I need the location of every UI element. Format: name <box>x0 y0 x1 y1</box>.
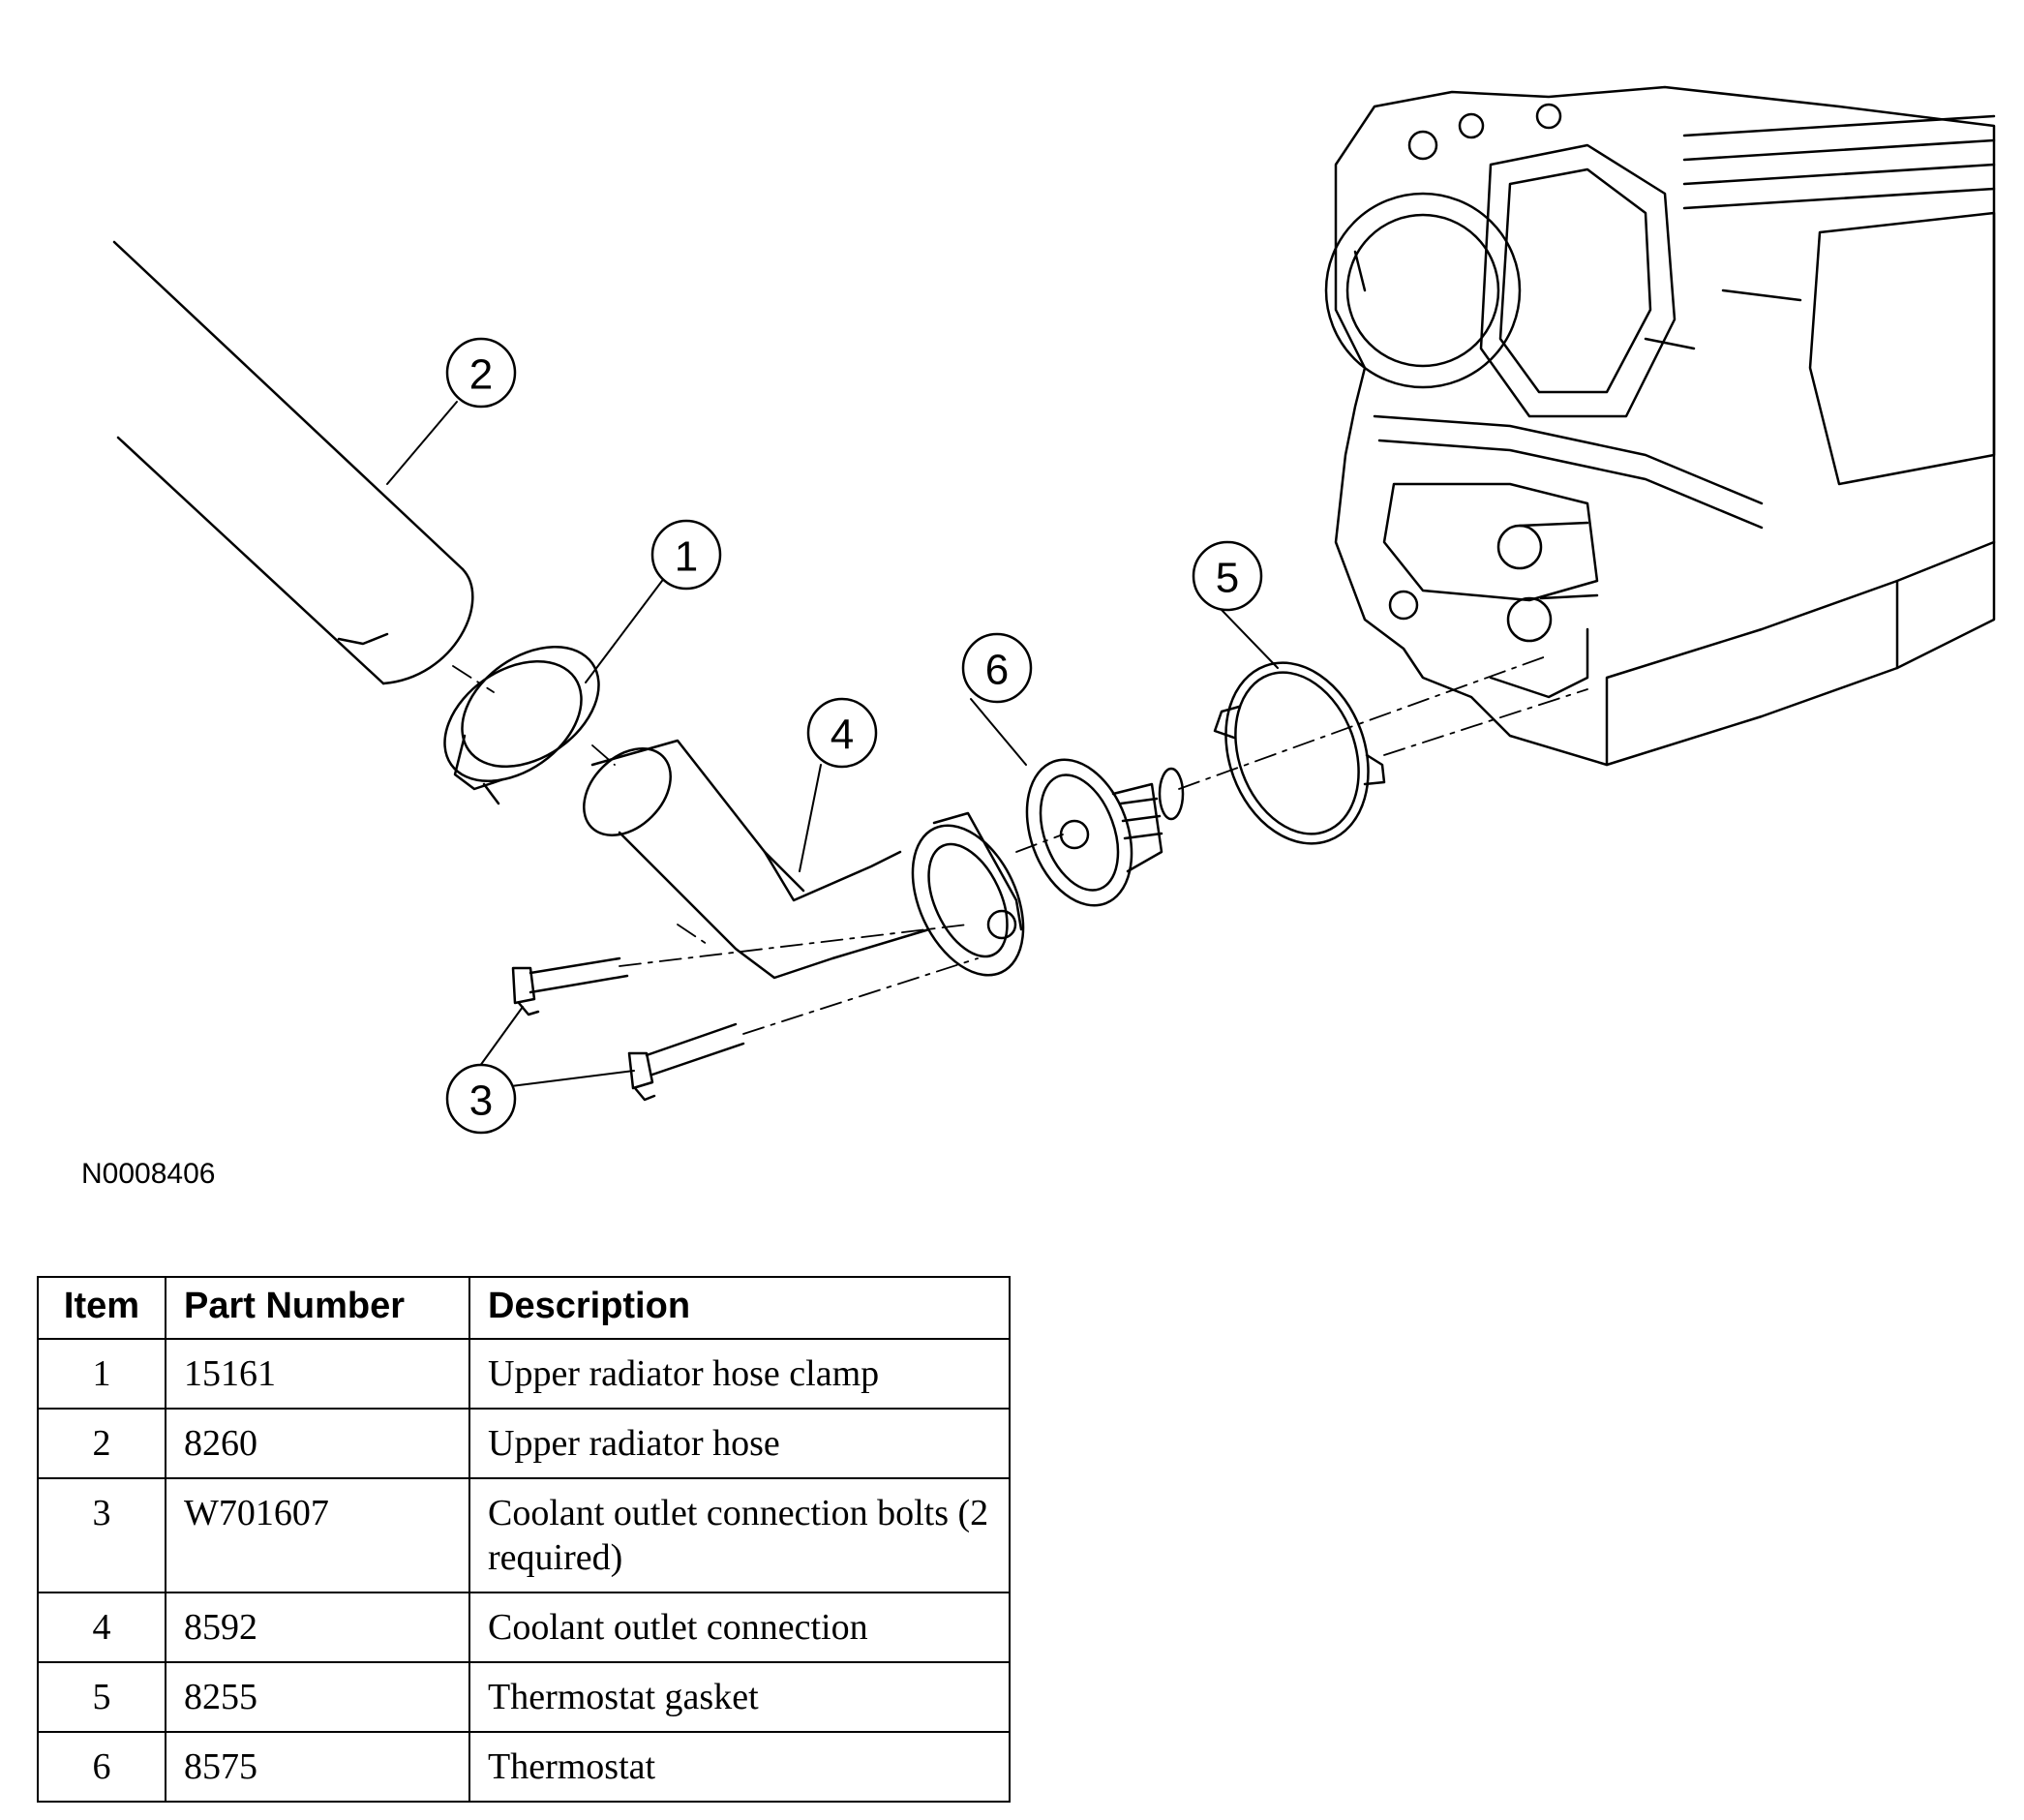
callout-5-label: 5 <box>1216 555 1239 602</box>
leader-lines <box>386 401 1279 1087</box>
callouts: 2 1 4 6 5 3 <box>445 337 1263 1135</box>
callout-3: 3 <box>445 1063 517 1135</box>
alignment-lines <box>452 654 1588 1035</box>
row-part-number: 8575 <box>165 1731 470 1803</box>
callout-3-label: 3 <box>469 1077 493 1125</box>
row-item: 1 <box>37 1338 166 1410</box>
row-description: Coolant outlet connection bolts (2 requi… <box>468 1477 1011 1593</box>
callout-4-label: 4 <box>831 712 854 759</box>
table-header-row: Item Part Number Description <box>37 1276 1011 1340</box>
callout-2-label: 2 <box>469 351 493 399</box>
row-description: Thermostat <box>468 1731 1011 1803</box>
row-description: Upper radiator hose clamp <box>468 1338 1011 1410</box>
thermostat-drawing <box>1025 758 1185 907</box>
row-part-number: 8255 <box>165 1661 470 1733</box>
coolant-outlet-connection-drawing <box>583 739 1025 980</box>
callout-4: 4 <box>806 697 878 769</box>
thermostat-gasket-drawing <box>1213 661 1386 845</box>
row-item: 2 <box>37 1408 166 1479</box>
callout-1: 1 <box>650 519 722 591</box>
header-item: Item <box>37 1276 166 1340</box>
table-row: 1 15161 Upper radiator hose clamp <box>37 1338 1011 1410</box>
engine-assembly <box>1324 85 1996 767</box>
callout-1-label: 1 <box>675 533 698 581</box>
row-description: Coolant outlet connection <box>468 1592 1011 1663</box>
table-row: 3 W701607 Coolant outlet connection bolt… <box>37 1477 1011 1593</box>
callout-6-label: 6 <box>985 647 1009 694</box>
callout-5: 5 <box>1192 540 1263 612</box>
table-row: 6 8575 Thermostat <box>37 1731 1011 1803</box>
row-part-number: 15161 <box>165 1338 470 1410</box>
callout-2: 2 <box>445 337 517 409</box>
figure-id: N0008406 <box>81 1158 216 1190</box>
header-description: Description <box>468 1276 1011 1340</box>
hose-clamp-drawing <box>443 645 600 805</box>
table-row: 2 8260 Upper radiator hose <box>37 1408 1011 1479</box>
row-item: 5 <box>37 1661 166 1733</box>
row-description: Upper radiator hose <box>468 1408 1011 1479</box>
table-row: 4 8592 Coolant outlet connection <box>37 1592 1011 1663</box>
row-part-number: 8260 <box>165 1408 470 1479</box>
row-description: Thermostat gasket <box>468 1661 1011 1733</box>
header-part-number: Part Number <box>165 1276 470 1340</box>
callout-6: 6 <box>961 632 1033 704</box>
row-part-number: W701607 <box>165 1477 470 1593</box>
exploded-view-diagram: 2 1 4 6 5 3 <box>112 85 1996 1135</box>
row-item: 6 <box>37 1731 166 1803</box>
parts-table: Item Part Number Description 1 15161 Upp… <box>37 1276 1011 1803</box>
upper-radiator-hose-drawing <box>112 240 474 685</box>
row-part-number: 8592 <box>165 1592 470 1663</box>
bolts-drawing <box>511 956 745 1102</box>
table-row: 5 8255 Thermostat gasket <box>37 1661 1011 1733</box>
row-item: 4 <box>37 1592 166 1663</box>
row-item: 3 <box>37 1477 166 1593</box>
